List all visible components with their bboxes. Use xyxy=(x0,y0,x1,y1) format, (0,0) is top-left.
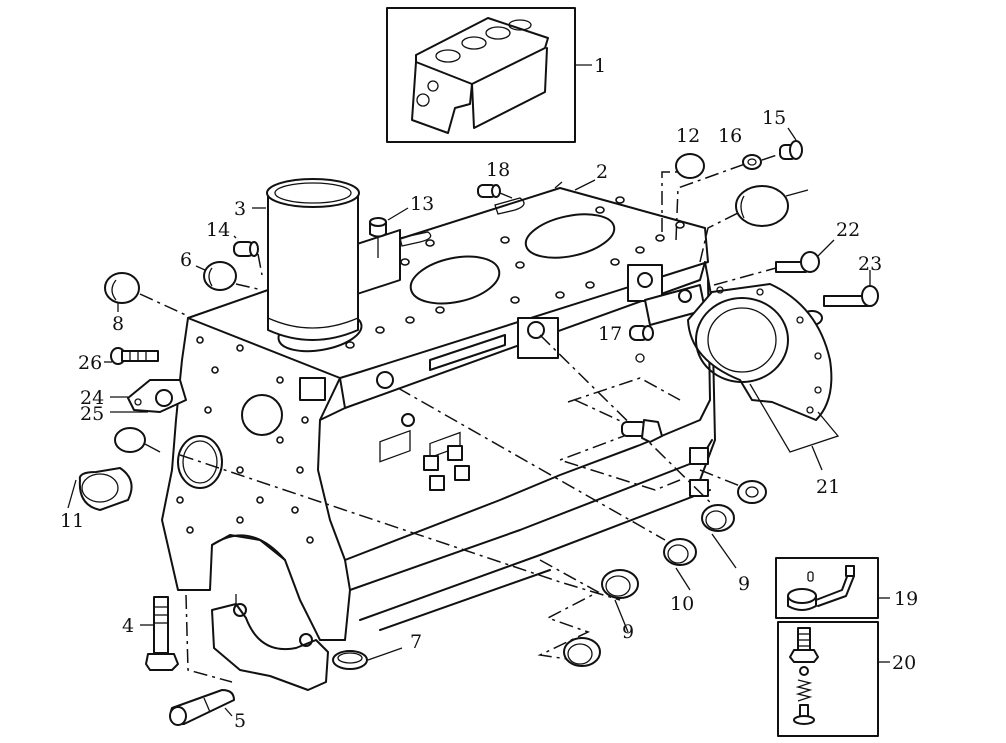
part-22-screw: 22 xyxy=(713,219,860,286)
part-10-bushing: 10 xyxy=(663,538,697,615)
callout-3: 3 xyxy=(234,198,246,220)
part-13-sleeve: 13 xyxy=(369,193,434,258)
part-18-plug: 18 xyxy=(477,159,513,199)
callout-26: 26 xyxy=(78,352,102,374)
leader-2 xyxy=(574,179,596,191)
oil-gallery-fittings xyxy=(423,445,470,491)
callout-8: 8 xyxy=(112,313,124,335)
cylinder-block: 2 xyxy=(161,161,716,641)
part-large-plug xyxy=(699,185,809,263)
callout-18: 18 xyxy=(486,159,510,181)
part-17-plug: 17 xyxy=(598,323,654,363)
centerline-dashes xyxy=(179,334,719,661)
part-unlabeled-bushing-bottom xyxy=(563,637,601,667)
callout-10: 10 xyxy=(670,593,694,615)
callout-21: 21 xyxy=(816,476,840,498)
part-26-screw: 26 xyxy=(78,347,159,374)
callout-5: 5 xyxy=(234,710,246,732)
callout-9b: 9 xyxy=(738,573,750,595)
callout-13: 13 xyxy=(410,193,434,215)
part-unlabeled-plug-right xyxy=(699,469,767,504)
part-9-bushing-right: 9 xyxy=(701,504,750,595)
callout-19: 19 xyxy=(894,588,918,610)
callout-23: 23 xyxy=(858,253,882,275)
mini-block-front xyxy=(471,47,548,129)
callout-2: 2 xyxy=(596,161,608,183)
inset-block-assembly: 1 xyxy=(386,7,606,143)
part-24-25-cover: 24 25 xyxy=(80,379,187,425)
callout-6: 6 xyxy=(180,249,192,271)
part-4-bolt: 4 xyxy=(122,596,179,671)
camshaft-bore xyxy=(177,435,223,489)
part-oil-plug-bolt xyxy=(621,419,663,443)
callout-22: 22 xyxy=(836,219,860,241)
block-corner-edge xyxy=(317,377,351,641)
part-11-bearing: 11 xyxy=(60,467,133,532)
callout-16: 16 xyxy=(718,125,742,147)
callout-7: 7 xyxy=(410,631,422,653)
part-main-bearing-cap xyxy=(211,594,329,691)
callout-11: 11 xyxy=(60,510,84,532)
part-unlabeled-plug-left xyxy=(114,427,161,453)
part-16-washer: 16 xyxy=(675,125,762,241)
part-21-seal-housing: 21 xyxy=(687,283,840,498)
inset-valve-assembly: 20 xyxy=(777,621,916,737)
cylinder-bore-3 xyxy=(524,213,616,259)
end-face-bore xyxy=(241,394,283,436)
part-12-plug: 12 xyxy=(661,125,705,232)
front-boss-3 xyxy=(627,264,663,302)
callout-14: 14 xyxy=(206,219,230,241)
front-rib xyxy=(429,334,506,371)
inset-frame xyxy=(386,7,576,143)
leader-13 xyxy=(387,207,409,221)
part-7-bushing: 7 xyxy=(332,631,422,670)
part-9-bushing-left: 9 xyxy=(601,569,639,643)
callout-17: 17 xyxy=(598,323,622,345)
callout-4: 4 xyxy=(122,615,134,637)
callout-24: 24 xyxy=(80,387,104,409)
part-5-pin: 5 xyxy=(169,689,246,732)
mini-block-side xyxy=(411,61,473,134)
inset-piston-cooling-nozzle: 19 xyxy=(775,557,918,619)
part-14-plug: 14 xyxy=(206,219,263,276)
callout-25: 25 xyxy=(80,403,104,425)
callout-9a: 9 xyxy=(622,621,634,643)
part-6-plug: 6 xyxy=(180,249,263,291)
inset-frame-20 xyxy=(777,621,879,737)
callout-20: 20 xyxy=(892,652,916,674)
part-8-plug: 8 xyxy=(104,272,189,335)
callout-1: 1 xyxy=(594,55,606,77)
callout-15: 15 xyxy=(762,107,786,129)
deck-bolt-holes xyxy=(345,196,685,349)
block-front-lower xyxy=(344,279,711,561)
inset-frame-19 xyxy=(775,557,879,619)
block-end-face xyxy=(161,317,346,641)
part-15-plug: 15 xyxy=(761,107,803,161)
cylinder-bore-2 xyxy=(409,255,501,305)
callout-12: 12 xyxy=(676,125,700,147)
end-face-holes xyxy=(176,336,314,544)
part-cylinder-liner: 3 xyxy=(234,178,360,341)
